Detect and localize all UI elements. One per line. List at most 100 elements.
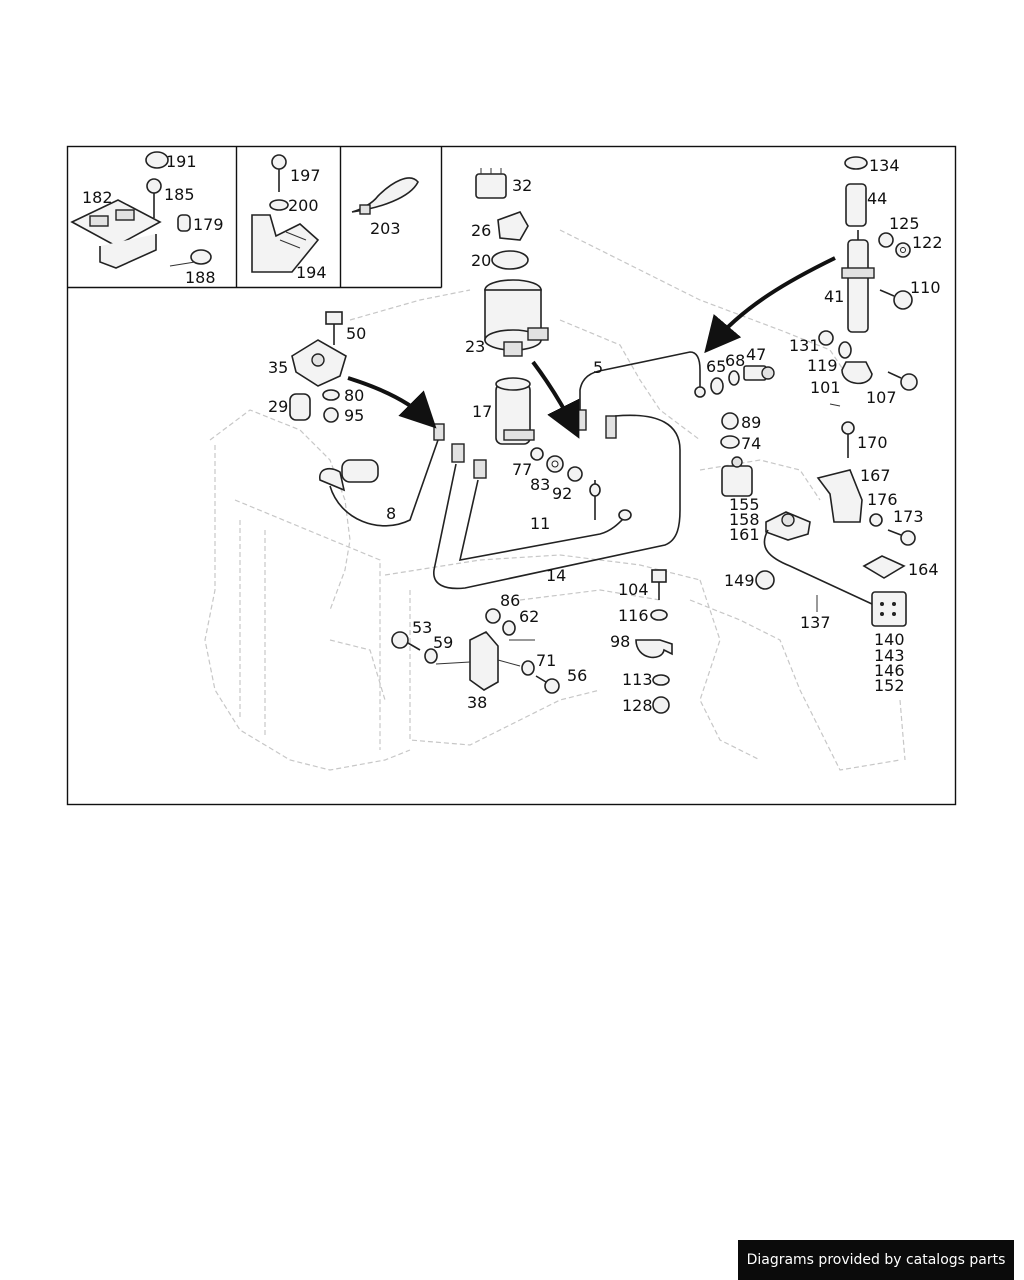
- label-89: 89: [741, 413, 761, 432]
- clamp-101: [841, 361, 873, 385]
- label-182: 182: [82, 188, 113, 207]
- label-146: 146: [874, 661, 905, 680]
- nut-89: [721, 412, 739, 430]
- switch-161: [765, 511, 811, 541]
- grommet-179: [177, 214, 191, 232]
- label-29: 29: [268, 397, 288, 416]
- label-74: 74: [741, 434, 761, 453]
- clip-194: [251, 214, 320, 273]
- cable-137: [763, 529, 873, 605]
- label-137: 137: [800, 613, 831, 632]
- cable-14: [433, 414, 681, 590]
- boot-44: [845, 183, 867, 227]
- boot-26: [497, 211, 529, 241]
- nut-200: [269, 199, 289, 211]
- diagram-frame: [66, 145, 957, 806]
- bolt-173: [887, 529, 916, 546]
- nut-92: [567, 466, 583, 482]
- label-134: 134: [869, 156, 900, 175]
- washer-119: [838, 341, 852, 359]
- screw-185: [146, 178, 162, 218]
- label-8: 8: [386, 504, 396, 523]
- label-98: 98: [610, 632, 630, 651]
- part-number-labels: 191 182 185 179 188 197 200 194 203 32 2…: [82, 152, 943, 715]
- label-176: 176: [867, 490, 898, 509]
- label-164: 164: [908, 560, 939, 579]
- label-59: 59: [433, 633, 453, 652]
- label-149: 149: [724, 571, 755, 590]
- label-23: 23: [465, 337, 485, 356]
- label-170: 170: [857, 433, 888, 452]
- bolt-110: [879, 289, 913, 310]
- label-194: 194: [296, 263, 327, 282]
- distributor-cap-35: [291, 339, 347, 387]
- clamp-98: [635, 639, 673, 659]
- label-71: 71: [536, 651, 556, 670]
- cap-32: [475, 168, 507, 199]
- bracket-167: [816, 469, 863, 523]
- sender-41: [841, 230, 875, 333]
- label-80: 80: [344, 386, 364, 405]
- nut-86: [485, 608, 501, 624]
- label-143: 143: [874, 646, 905, 665]
- cable-8: [319, 423, 445, 527]
- cap-134: [844, 156, 868, 170]
- screw-197: [271, 154, 287, 192]
- seal-20: [491, 250, 529, 270]
- label-32: 32: [512, 176, 532, 195]
- label-155: 155: [729, 495, 760, 514]
- label-158: 158: [729, 510, 760, 529]
- washer-176: [869, 513, 883, 527]
- washer-116: [650, 609, 668, 621]
- label-26: 26: [471, 221, 491, 240]
- label-86: 86: [500, 591, 520, 610]
- screw-170: [841, 421, 855, 458]
- label-191: 191: [166, 152, 197, 171]
- label-11: 11: [530, 514, 550, 533]
- label-62: 62: [519, 607, 539, 626]
- label-56: 56: [567, 666, 587, 685]
- coil-23: [484, 279, 549, 357]
- nut-95: [323, 407, 339, 423]
- washer-68: [728, 370, 740, 386]
- label-77: 77: [512, 460, 532, 479]
- label-173: 173: [893, 507, 924, 526]
- label-104: 104: [618, 580, 649, 599]
- label-152: 152: [874, 676, 905, 695]
- label-161: 161: [729, 525, 760, 544]
- label-41: 41: [824, 287, 844, 306]
- label-95: 95: [344, 406, 364, 425]
- label-107: 107: [866, 388, 897, 407]
- label-65: 65: [706, 357, 726, 376]
- label-35: 35: [268, 358, 288, 377]
- label-128: 128: [622, 696, 653, 715]
- label-203: 203: [370, 219, 401, 238]
- label-68: 68: [725, 351, 745, 370]
- nut-125: [878, 232, 894, 248]
- label-188: 188: [185, 268, 216, 287]
- footer-credit[interactable]: Diagrams provided by catalogs parts: [738, 1240, 1014, 1280]
- label-185: 185: [164, 185, 195, 204]
- plate-164: [862, 555, 906, 579]
- bolt-104: [651, 569, 667, 600]
- label-116: 116: [618, 606, 649, 625]
- inset-boxes: [67, 146, 443, 289]
- bolt-47: [743, 365, 775, 381]
- label-50: 50: [346, 324, 366, 343]
- label-110: 110: [910, 278, 941, 297]
- label-131: 131: [789, 336, 820, 355]
- label-44: 44: [867, 189, 887, 208]
- nut-128: [652, 696, 670, 714]
- label-53: 53: [412, 618, 432, 637]
- washer-62: [502, 620, 516, 636]
- label-83: 83: [530, 475, 550, 494]
- nut-131: [818, 330, 834, 346]
- cap-191: [145, 151, 169, 169]
- washer-65: [710, 377, 724, 395]
- bolt-107: [887, 371, 918, 391]
- grommet-29: [289, 393, 311, 421]
- label-5: 5: [593, 358, 603, 377]
- grommet-149: [755, 570, 775, 590]
- strap-203: [351, 177, 419, 215]
